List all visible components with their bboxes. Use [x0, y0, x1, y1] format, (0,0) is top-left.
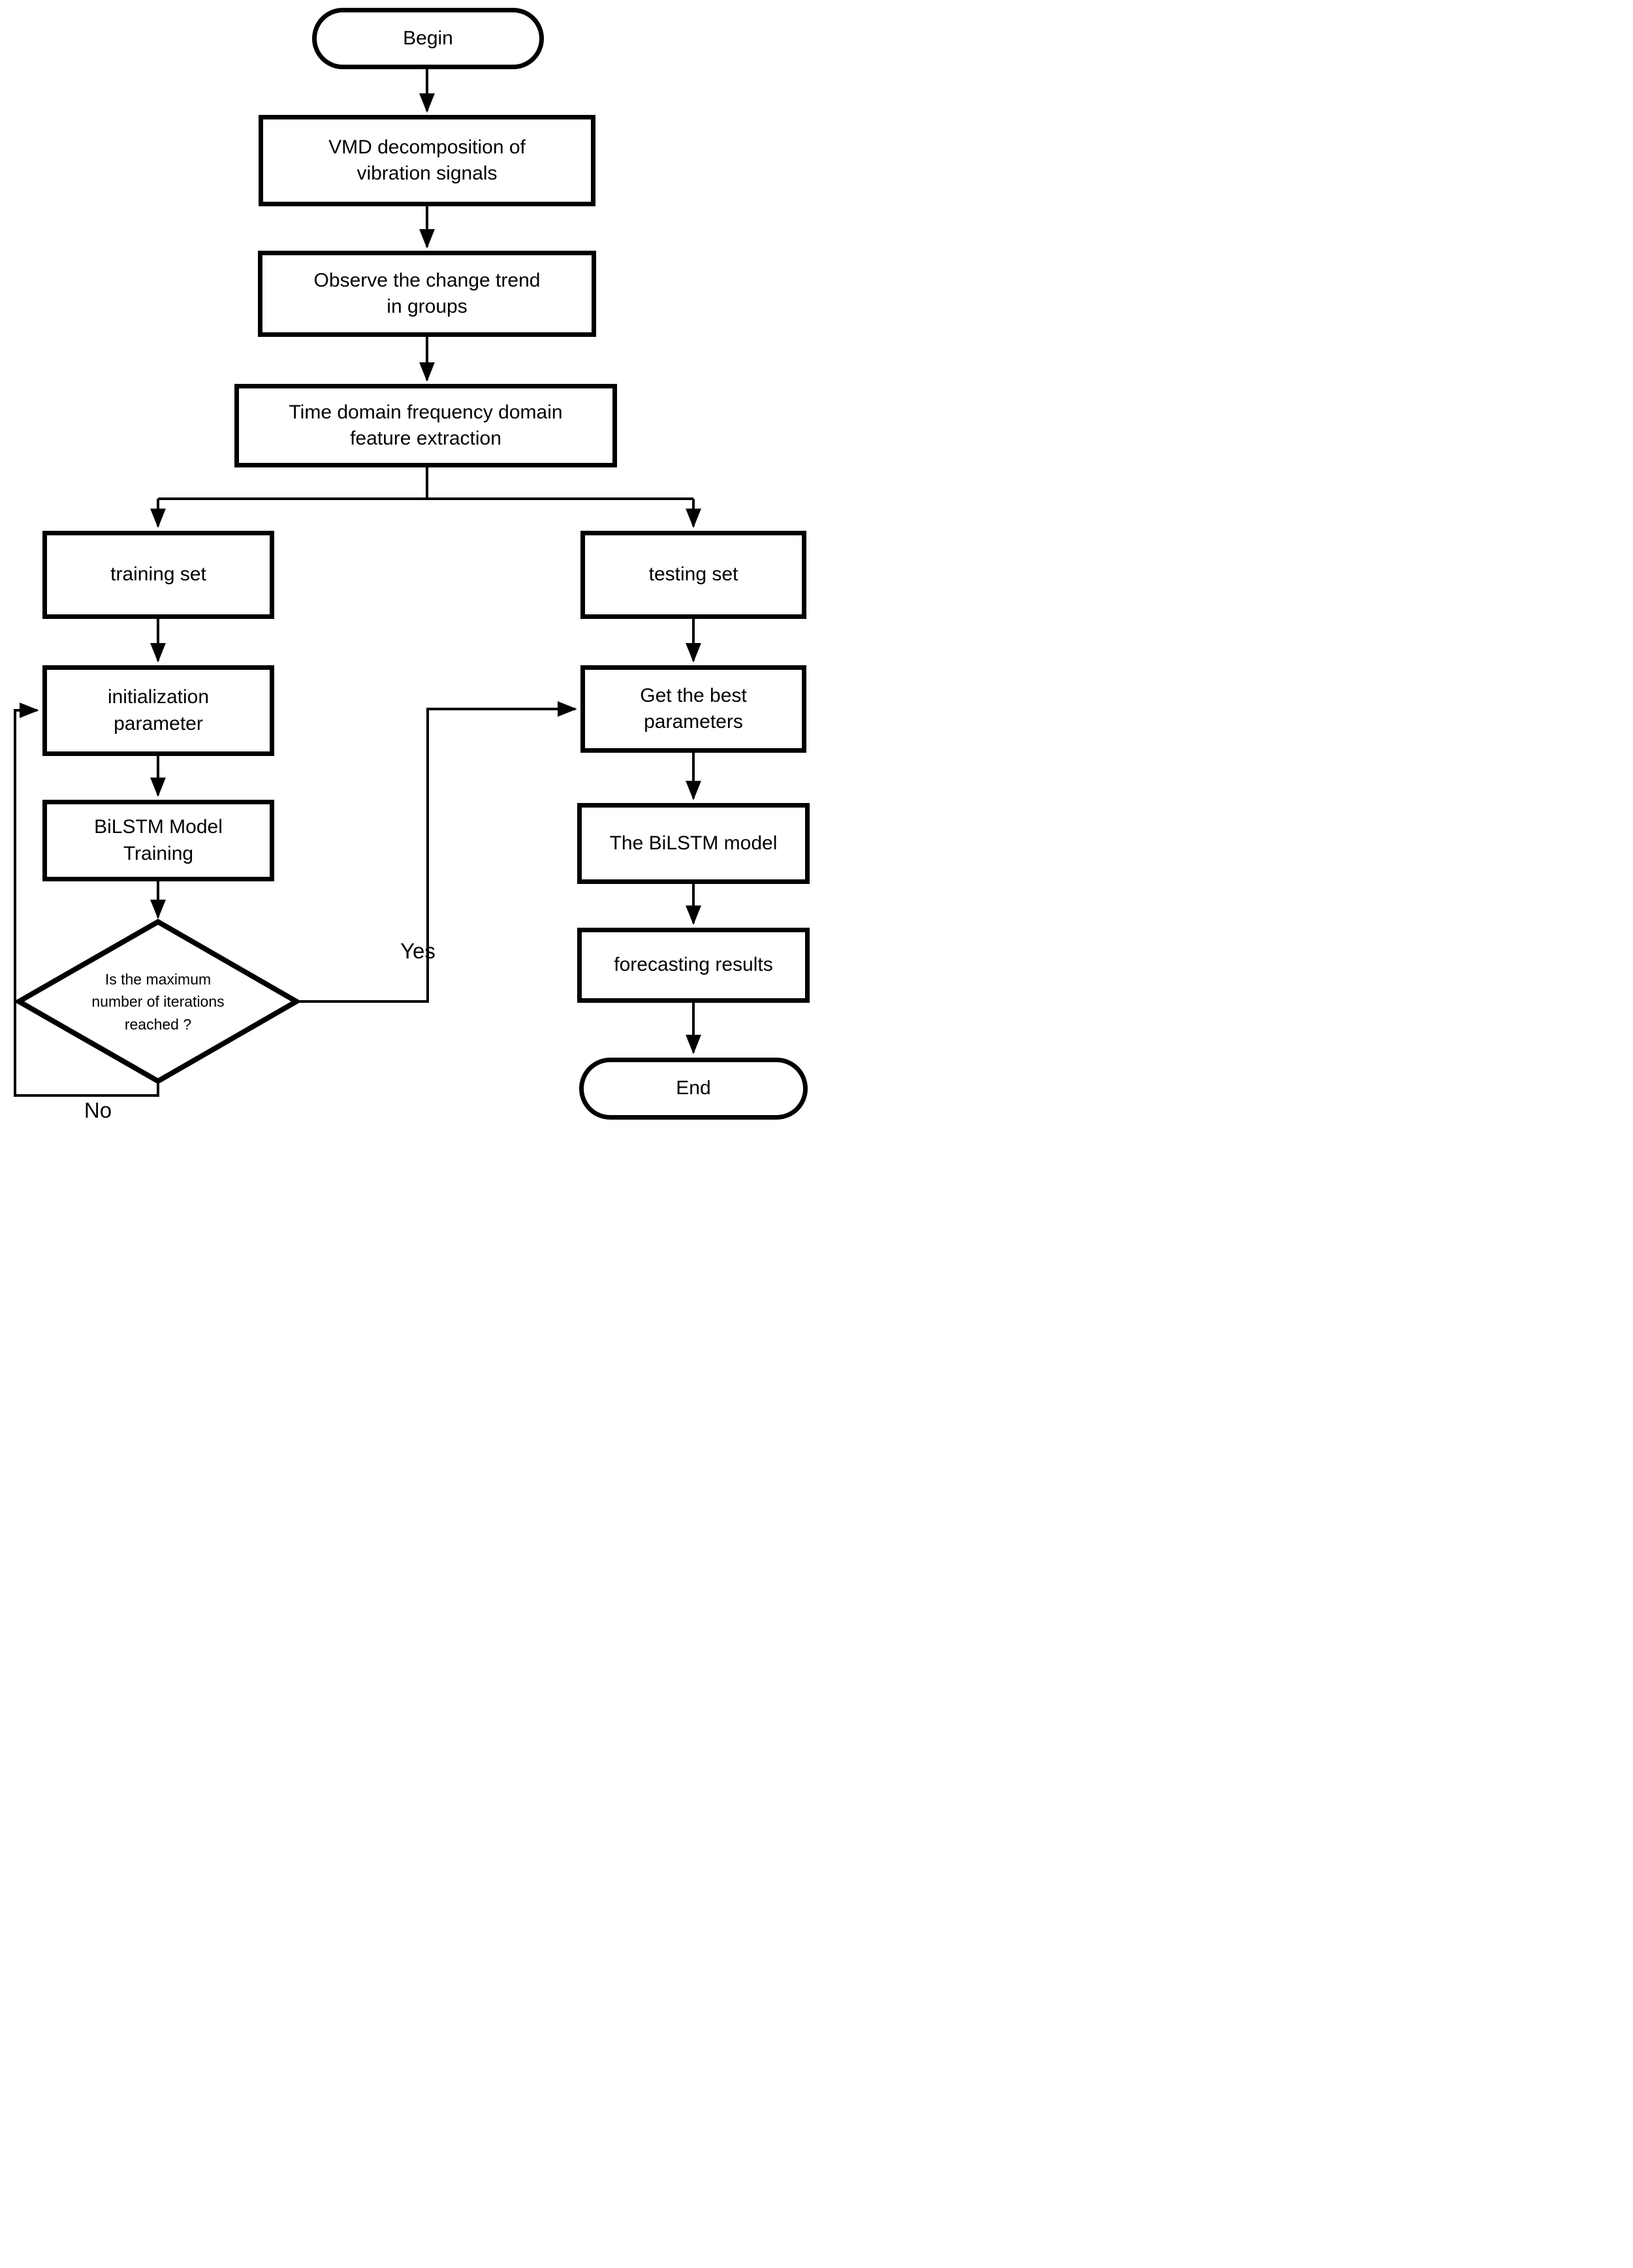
testing-set-node: testing set — [580, 531, 806, 619]
edge-decision-yes — [296, 701, 577, 1003]
observe-trend-node: Observe the change trend in groups — [258, 251, 596, 337]
feature-extraction-node: Time domain frequency domain feature ext… — [234, 384, 617, 467]
flowchart-canvas: Begin VMD decomposition of vibration sig… — [0, 0, 816, 1134]
end-node: End — [579, 1058, 808, 1120]
no-edge-label: No — [84, 1098, 112, 1122]
training-set-node: training set — [42, 531, 274, 619]
vmd-decomposition-node: VMD decomposition of vibration signals — [259, 115, 595, 206]
edge-split-line — [158, 467, 693, 500]
max-iterations-decision-shape — [13, 919, 302, 1084]
bilstm-training-node: BiLSTM Model Training — [42, 800, 274, 881]
yes-edge-label: Yes — [400, 939, 436, 963]
begin-node: Begin — [312, 8, 544, 69]
flow-connectors — [13, 69, 701, 1097]
bilstm-model-node: The BiLSTM model — [577, 803, 810, 884]
edge-decision-no-loop — [14, 702, 159, 1097]
forecasting-results-node: forecasting results — [577, 928, 810, 1003]
initialization-parameter-node: initialization parameter — [42, 665, 274, 756]
get-best-parameters-node: Get the best parameters — [580, 665, 806, 753]
max-iterations-decision-label: Is the maximum number of iterations reac… — [91, 970, 225, 1033]
